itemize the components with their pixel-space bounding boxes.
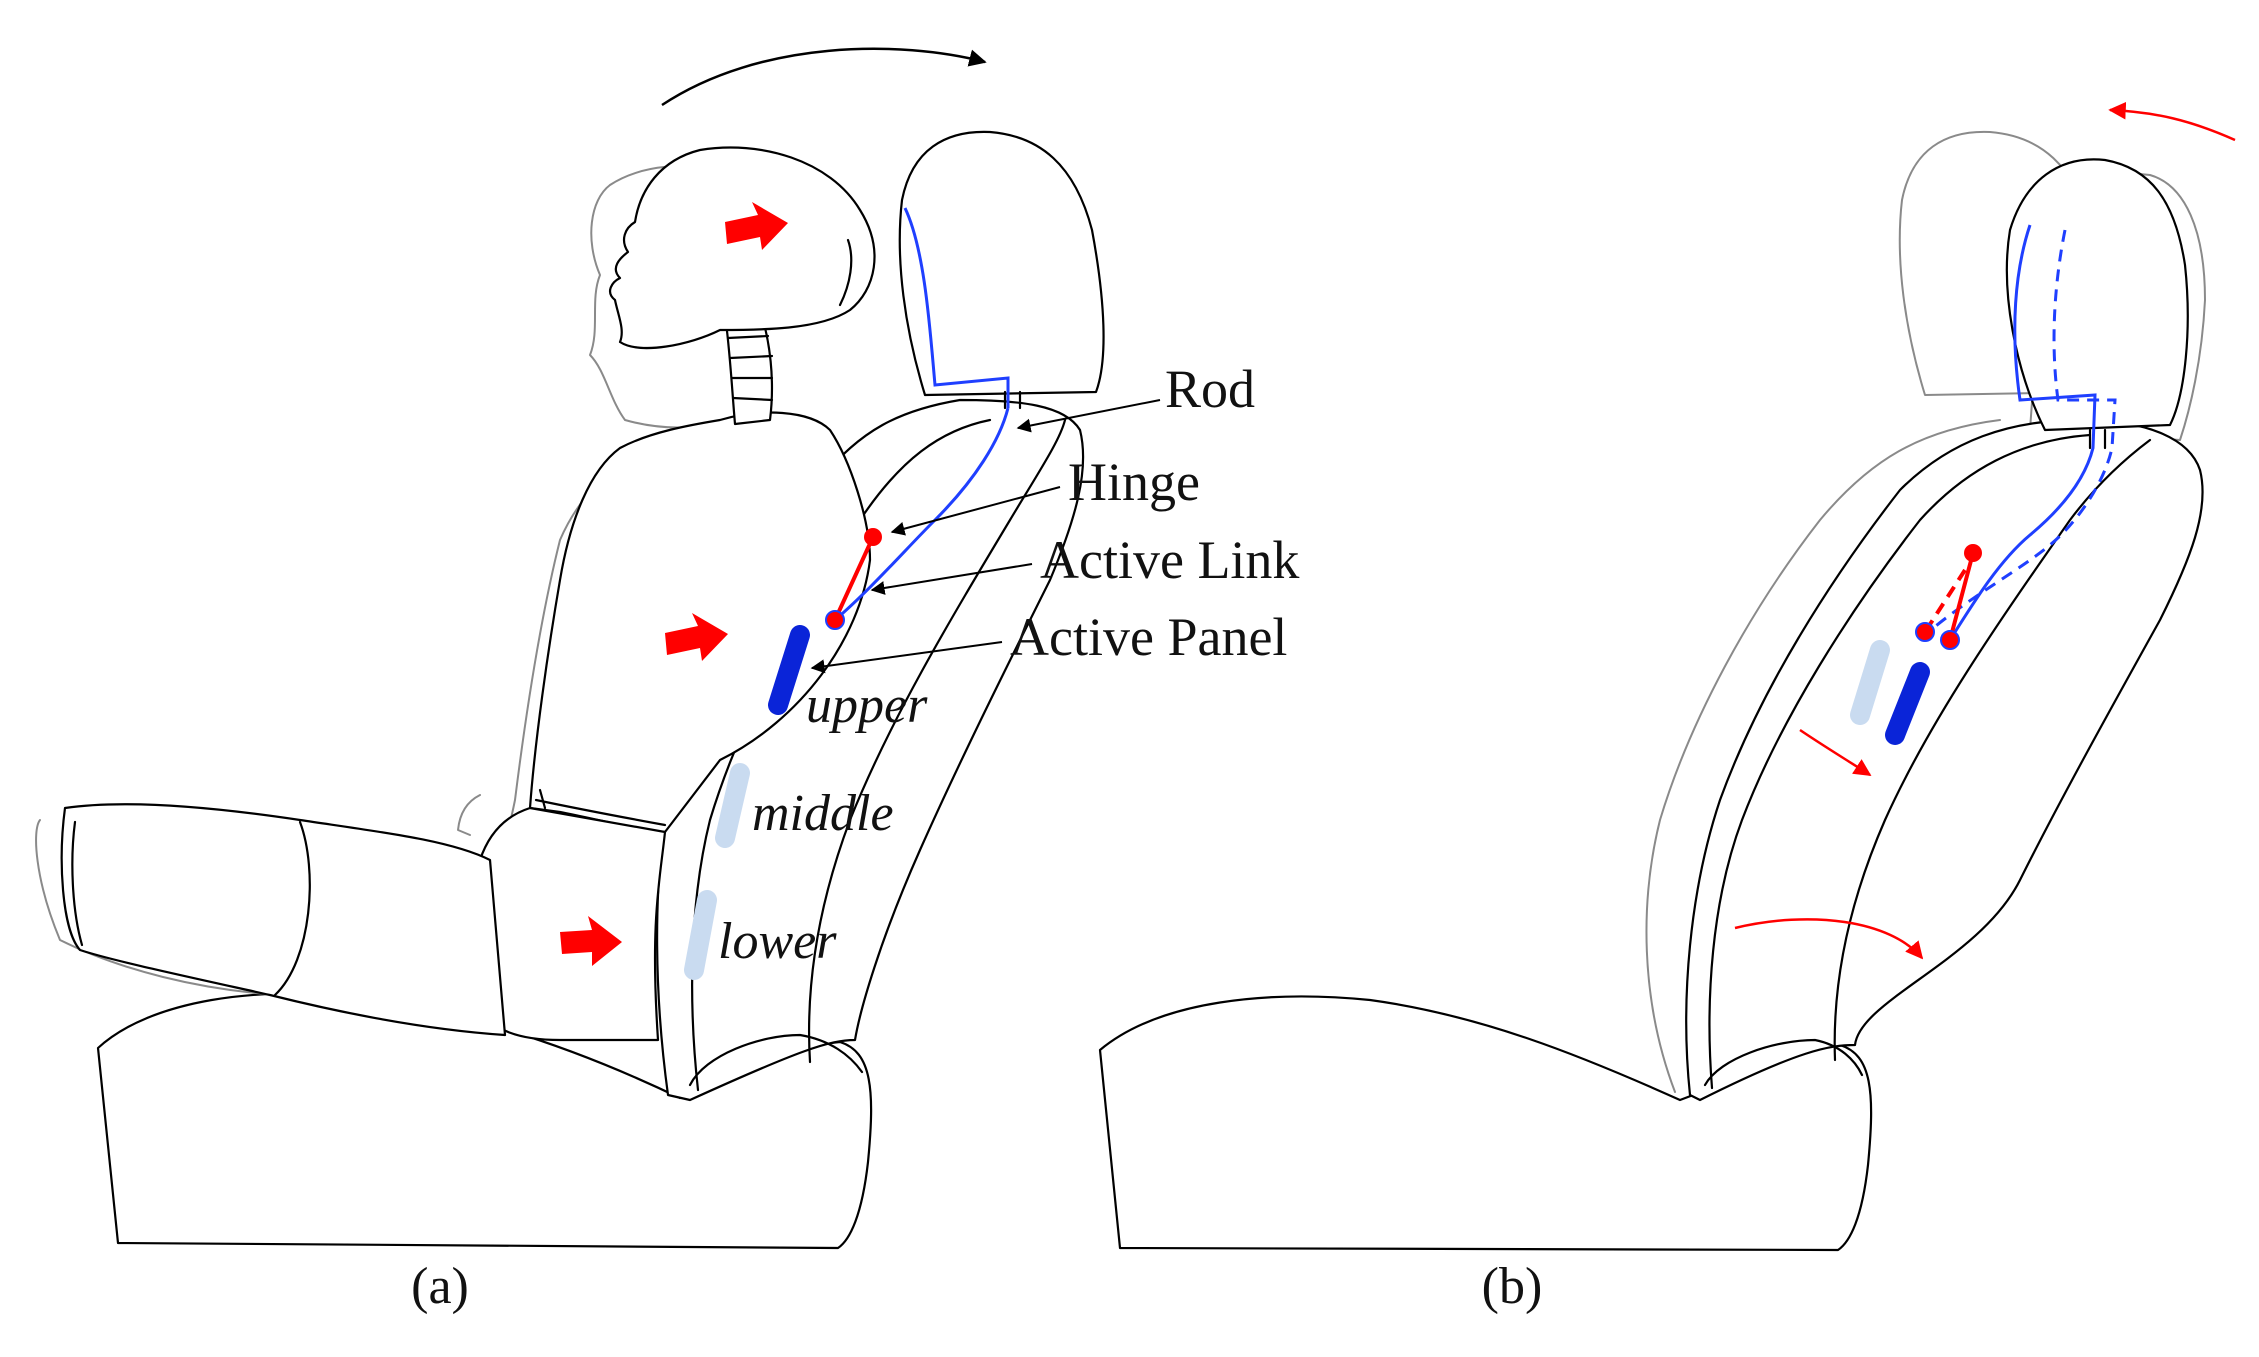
link-pivot-ghost-b bbox=[1915, 622, 1935, 642]
headrest-post-b bbox=[2088, 428, 2107, 450]
dummy-pelvis-a bbox=[478, 806, 667, 1042]
seatback-bottom-b bbox=[1703, 1038, 1864, 1087]
force-arrow-icon bbox=[665, 613, 728, 661]
label-rod: Rod bbox=[1165, 359, 1255, 419]
caption-a: (a) bbox=[411, 1258, 469, 1315]
headrest-b bbox=[2005, 158, 2189, 432]
leader-rod bbox=[1016, 399, 1161, 433]
head-seam-a bbox=[838, 238, 853, 307]
seatback-contour-b bbox=[1708, 433, 2092, 1090]
pelvis-belt-a bbox=[534, 788, 667, 827]
label-active-link: Active Link bbox=[1040, 530, 1299, 590]
knee-line-a bbox=[273, 820, 311, 997]
leader-active-panel bbox=[810, 641, 1003, 674]
zone-middle-label: middle bbox=[752, 785, 894, 842]
label-active-panel: Active Panel bbox=[1010, 607, 1287, 667]
headrest-post-a bbox=[1003, 390, 1022, 410]
seat-cushion-b bbox=[1098, 995, 1873, 1252]
force-arrow-icon bbox=[560, 916, 622, 966]
seatback-rotation-arrow-b bbox=[1734, 918, 1924, 960]
zone-lower-label: lower bbox=[718, 913, 837, 970]
panel-ghost-b bbox=[1850, 640, 1890, 725]
dummy-head-a bbox=[608, 146, 876, 350]
zone-upper-label: upper bbox=[806, 677, 928, 734]
seatback-bottom-a bbox=[688, 1033, 864, 1087]
panel-motion-arrow-b bbox=[1799, 728, 1872, 777]
active-link-ghost-b bbox=[1923, 568, 1967, 634]
link-pivot-b bbox=[1940, 630, 1960, 650]
leader-hinge bbox=[890, 486, 1061, 536]
seatback-contour-a2 bbox=[807, 418, 1067, 1064]
hinge-b bbox=[1964, 544, 1982, 562]
active-link-a bbox=[833, 536, 875, 621]
headrest-rod-a bbox=[903, 207, 1010, 408]
seatback-contour-b2 bbox=[1833, 438, 2152, 1062]
leader-active-link bbox=[870, 563, 1033, 595]
force-arrow-icon bbox=[725, 202, 788, 250]
neck-rings-a bbox=[726, 334, 774, 402]
panel-b: (b) bbox=[1098, 101, 2236, 1315]
headrest-rotation-arrow-b bbox=[2108, 101, 2236, 142]
headrest-a bbox=[898, 130, 1105, 397]
active-panel-upper-a bbox=[768, 625, 810, 715]
rod-ghost-b bbox=[1924, 229, 2117, 637]
panel-lower-a bbox=[684, 890, 717, 980]
head-rotation-arrow-a bbox=[661, 47, 987, 107]
link-pivot-a bbox=[825, 610, 845, 630]
seatback-b bbox=[1685, 418, 2204, 1102]
active-panel-b bbox=[1885, 662, 1930, 745]
hinge-a bbox=[864, 528, 882, 546]
active-link-b bbox=[1948, 552, 1975, 641]
caption-b: (b) bbox=[1482, 1258, 1543, 1315]
rod-b bbox=[1948, 224, 2097, 641]
seatback-ghost-b bbox=[1645, 419, 2001, 1093]
panel-middle-a bbox=[715, 763, 750, 848]
label-hinge: Hinge bbox=[1068, 452, 1200, 512]
dummy-thigh-a bbox=[60, 803, 507, 1037]
shin-line-a bbox=[71, 820, 84, 947]
panel-a: upper middle lower Rod Hinge Active Link… bbox=[35, 47, 1299, 1315]
leg-ghost-a bbox=[35, 819, 281, 996]
